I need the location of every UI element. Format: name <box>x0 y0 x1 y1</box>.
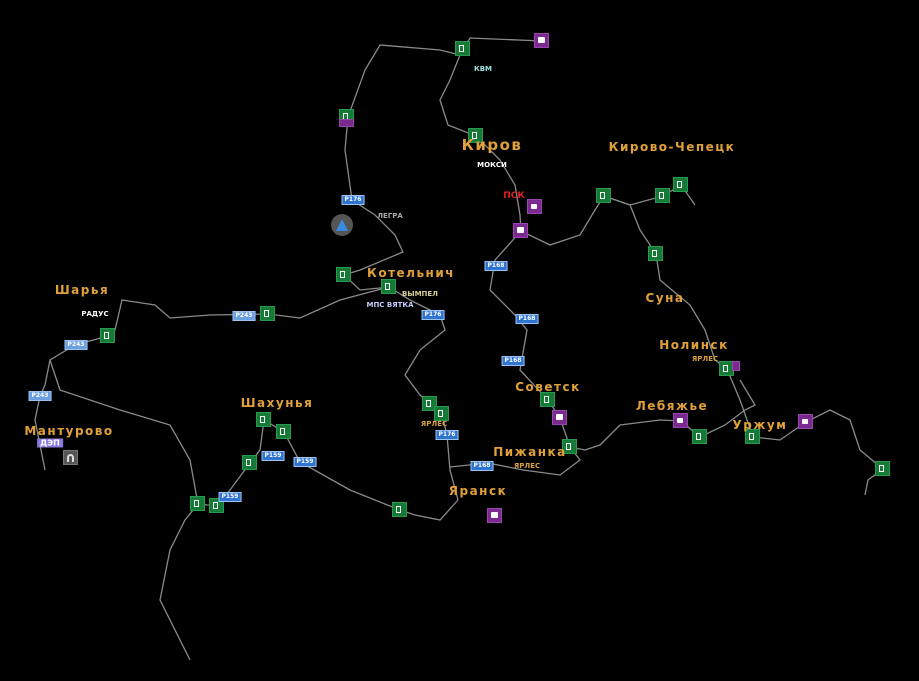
service-icon[interactable] <box>339 119 354 127</box>
fuel-station-icon[interactable] <box>745 429 760 444</box>
city-label-nolinsk[interactable]: Нолинск <box>659 338 729 352</box>
fuel-station-icon[interactable] <box>648 246 663 261</box>
road-shield: P159 <box>293 457 317 467</box>
fuel-station-icon[interactable] <box>260 306 275 321</box>
service-icon[interactable] <box>732 361 740 371</box>
city-label-pizhanka[interactable]: Пижанка <box>493 445 567 459</box>
city-label-urzhum[interactable]: Уржум <box>732 418 788 432</box>
fuel-station-icon[interactable] <box>381 279 396 294</box>
road-shield: P159 <box>218 492 242 502</box>
company-logo-dep[interactable]: ДЭП <box>37 438 63 448</box>
company-logo-kvm[interactable]: КВМ <box>473 65 493 73</box>
road-shield: P243 <box>232 311 256 321</box>
truck-dealer-icon[interactable] <box>513 223 528 238</box>
road-shield: P168 <box>470 461 494 471</box>
fuel-station-icon[interactable] <box>875 461 890 476</box>
truck-dealer-icon[interactable] <box>552 410 567 425</box>
company-logo-radus[interactable]: РАДУС <box>81 310 109 318</box>
road-shield: P168 <box>515 314 539 324</box>
road-shield: P176 <box>341 195 365 205</box>
company-logo-mps-vyatka[interactable]: МПС ВЯТКА <box>366 301 414 309</box>
city-label-sharya[interactable]: Шарья <box>54 283 110 297</box>
player-arrow-icon <box>331 214 353 236</box>
city-label-kotelnich[interactable]: Котельнич <box>367 266 455 280</box>
road <box>159 418 459 661</box>
company-logo-yarles[interactable]: ЯРЛЕС <box>691 355 719 363</box>
fuel-station-icon[interactable] <box>276 424 291 439</box>
viewpoint-camera-icon[interactable] <box>527 199 542 214</box>
fuel-station-icon[interactable] <box>434 406 449 421</box>
road-shield: P243 <box>64 340 88 350</box>
fuel-station-icon[interactable] <box>468 128 483 143</box>
road <box>489 230 756 451</box>
road-shield: P176 <box>421 310 445 320</box>
road-shield: P176 <box>435 430 459 440</box>
city-label-yaransk[interactable]: Яранск <box>448 484 508 498</box>
fuel-station-icon[interactable] <box>100 328 115 343</box>
fuel-station-icon[interactable] <box>392 502 407 517</box>
fuel-station-icon[interactable] <box>242 455 257 470</box>
fuel-station-icon[interactable] <box>336 267 351 282</box>
city-label-sovetsk[interactable]: Советск <box>515 380 581 394</box>
city-label-shakhunya[interactable]: Шахунья <box>240 396 314 410</box>
fuel-station-icon[interactable] <box>673 177 688 192</box>
fuel-station-icon[interactable] <box>562 439 577 454</box>
road-shield: P243 <box>28 391 52 401</box>
city-label-kirov[interactable]: Киров <box>461 136 523 154</box>
road-shield: P159 <box>261 451 285 461</box>
fuel-station-icon[interactable] <box>256 412 271 427</box>
company-logo-yarles[interactable]: ЯРЛЕС <box>513 462 541 470</box>
garage-icon[interactable] <box>63 450 78 465</box>
road-shield: P168 <box>484 261 508 271</box>
truck-dealer-icon[interactable] <box>487 508 502 523</box>
fuel-station-icon[interactable] <box>540 392 555 407</box>
company-logo-vympel[interactable]: ВЫМПЕЛ <box>401 290 439 298</box>
company-logo-legra[interactable]: ЛЕГРА <box>377 212 403 220</box>
viewpoint-camera-icon[interactable] <box>798 414 813 429</box>
city-label-kirovo-chepetsk[interactable]: Кирово-Чепецк <box>608 140 736 154</box>
company-logo-psk[interactable]: ПСК <box>503 191 525 201</box>
truck-dealer-icon[interactable] <box>534 33 549 48</box>
company-logo-yarles[interactable]: ЯРЛЕС <box>420 420 448 428</box>
city-label-manturovo[interactable]: Мантурово <box>24 424 114 438</box>
city-label-lebyazhye[interactable]: Лебяжье <box>635 399 709 413</box>
road <box>49 359 199 505</box>
road <box>343 37 543 276</box>
road <box>439 54 754 438</box>
company-logo-moksi[interactable]: МОКСИ <box>477 161 507 169</box>
fuel-station-icon[interactable] <box>455 41 470 56</box>
road <box>34 286 390 471</box>
road <box>752 409 885 496</box>
fuel-station-icon[interactable] <box>655 188 670 203</box>
viewpoint-camera-icon[interactable] <box>673 413 688 428</box>
road-shield: P168 <box>501 356 525 366</box>
fuel-station-icon[interactable] <box>190 496 205 511</box>
city-label-suna[interactable]: Суна <box>645 291 685 305</box>
fuel-station-icon[interactable] <box>422 396 437 411</box>
fuel-station-icon[interactable] <box>596 188 611 203</box>
fuel-station-icon[interactable] <box>692 429 707 444</box>
